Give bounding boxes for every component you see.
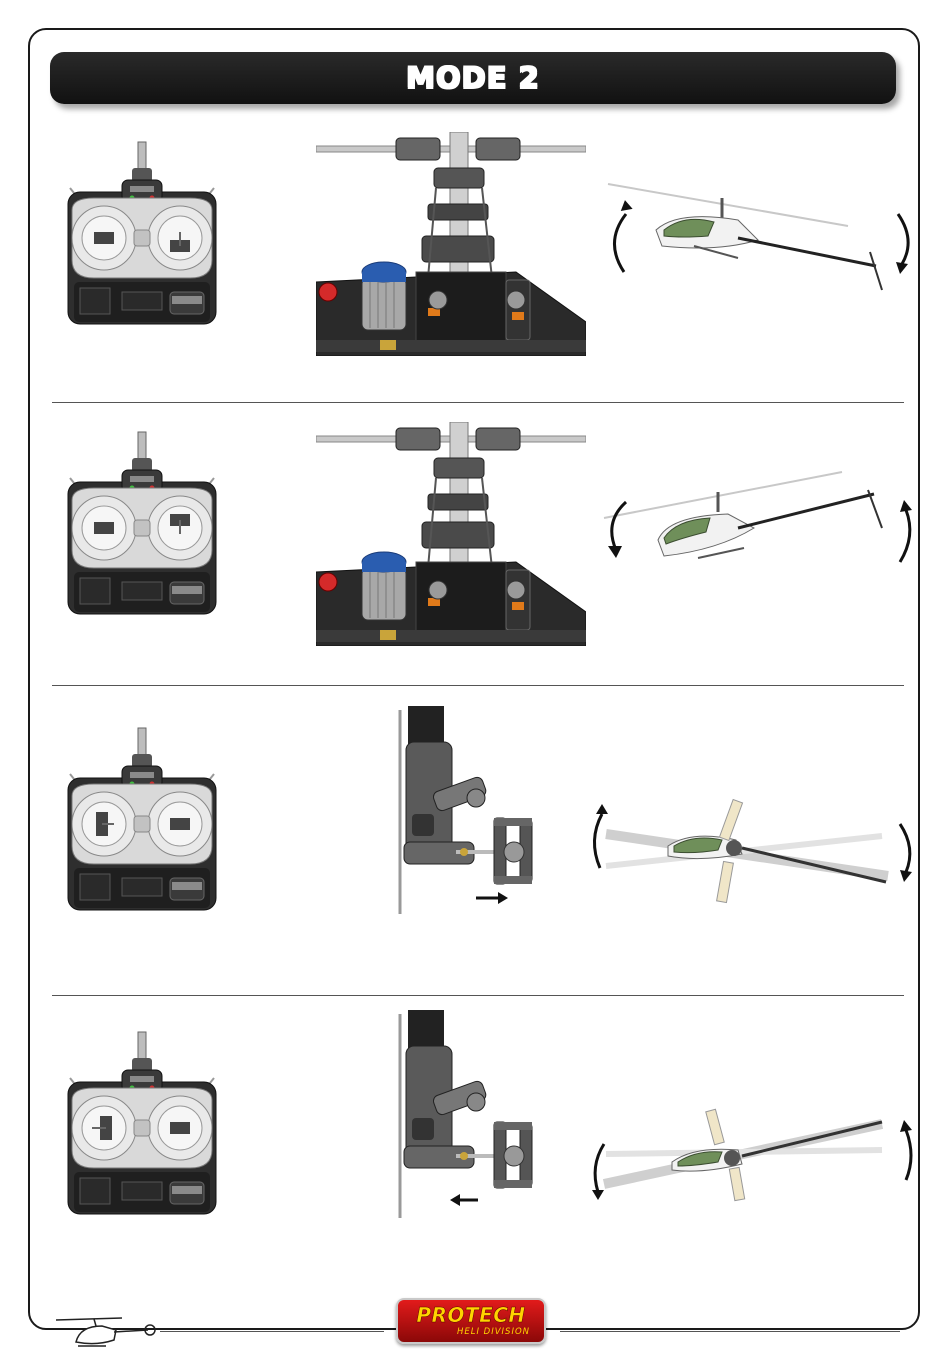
transmitter-icon — [66, 430, 218, 616]
helicopter-yaw-counterclockwise-diagram — [582, 1104, 920, 1204]
tail-rotor-mechanism-diagram — [394, 1010, 544, 1222]
helicopter-icon — [56, 1316, 160, 1348]
logo-tagline: HELI DIVISION — [457, 1327, 530, 1337]
transmitter-icon — [66, 140, 218, 326]
helicopter-yaw-clockwise-diagram — [582, 790, 920, 916]
logo-wordmark: PROTECH — [398, 1303, 544, 1327]
footer-rule — [560, 1331, 900, 1332]
tail-rotor-mechanism-diagram — [394, 706, 544, 918]
footer-rule — [160, 1331, 384, 1332]
transmitter-icon — [66, 1030, 218, 1216]
rotor-head-mechanism-diagram — [316, 422, 586, 646]
row-divider — [52, 402, 904, 403]
rotor-head-mechanism-diagram — [316, 132, 586, 356]
helicopter-pitch-nose-up-diagram — [598, 466, 920, 590]
transmitter-icon — [66, 726, 218, 912]
header-banner: MODE 2 — [50, 52, 896, 104]
brand-logo: PROTECH HELI DIVISION — [396, 1298, 546, 1344]
row-divider — [52, 995, 904, 996]
row-divider — [52, 685, 904, 686]
helicopter-pitch-nose-down-diagram — [598, 180, 920, 304]
page-title: MODE 2 — [50, 61, 896, 95]
